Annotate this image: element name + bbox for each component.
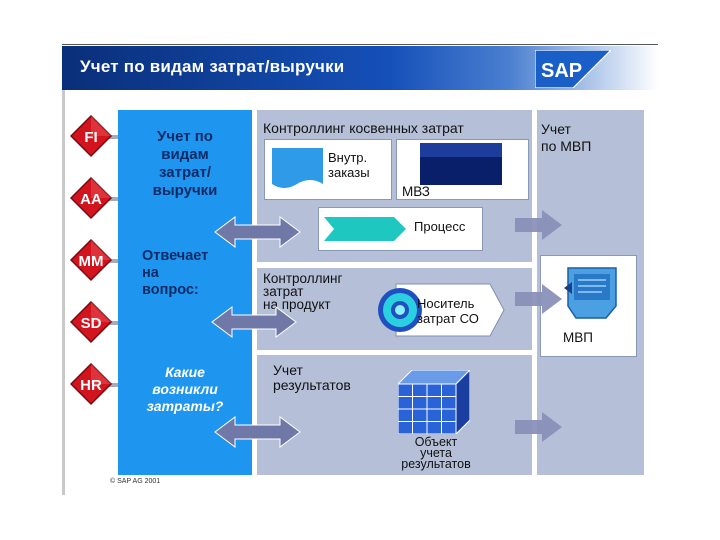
cube-icon — [398, 370, 470, 434]
activity-map-icon — [564, 267, 617, 319]
answer-line: возникли — [152, 381, 218, 397]
cost-center-icon — [420, 143, 502, 185]
cost-center-text: МВЗ — [402, 184, 430, 199]
source-label: SD — [81, 315, 102, 332]
abc-label-line: Учет — [541, 121, 571, 137]
abc-icon-label: МВП — [563, 330, 593, 345]
profitability-panel — [257, 355, 532, 475]
heading-line: выручки — [152, 182, 218, 199]
answer-text: Какие возникли затраты? — [120, 364, 250, 415]
source-label: HR — [80, 377, 102, 394]
left-margin-bar — [62, 90, 65, 495]
cost-carrier-shape — [378, 283, 505, 337]
product-label-line: на продукт — [263, 297, 331, 312]
abc-label-line: по МВП — [541, 138, 592, 154]
answer-line: затраты? — [146, 398, 224, 414]
carrier-line: Носитель — [417, 296, 475, 311]
panel-heading: Учет по видам затрат/ выручки — [120, 128, 250, 200]
process-text: Процесс — [414, 219, 466, 234]
results-object-line: Объект — [414, 435, 458, 449]
results-object-line: результатов — [401, 457, 471, 471]
carrier-line: затрат СО — [417, 311, 479, 326]
heading-line: затрат/ — [159, 164, 211, 181]
results-label: Учет результатов — [273, 363, 351, 393]
overhead-label: Контроллинг косвенных затрат — [263, 120, 464, 136]
results-label-line: Учет — [273, 362, 303, 378]
results-object-text: Объект учета результатов — [386, 435, 486, 471]
sap-logo-text: SAP — [541, 60, 582, 82]
product-label-line: Контроллинг — [263, 271, 343, 286]
question-line: вопрос: — [142, 282, 199, 298]
heading-line: Учет по — [157, 128, 213, 145]
sap-logo: SAP — [535, 50, 611, 88]
source-label: FI — [84, 129, 97, 146]
abc-label: Учет по МВП — [541, 121, 591, 155]
orders-line: заказы — [328, 165, 370, 180]
product-label-line: затрат — [263, 284, 304, 299]
internal-orders-text: Внутр. заказы — [328, 150, 370, 180]
header-top-rule — [62, 44, 658, 45]
source-label: AA — [80, 191, 102, 208]
product-label: Контроллинг затрат на продукт — [263, 271, 343, 312]
results-object-line: учета — [420, 446, 452, 460]
gear-icon — [378, 288, 422, 332]
source-label: MM — [79, 253, 104, 270]
question-text: Отвечает на вопрос: — [120, 248, 250, 299]
document-icon — [272, 148, 323, 188]
page-title: Учет по видам затрат/выручки — [80, 57, 345, 76]
process-chevron-icon — [324, 217, 406, 241]
copyright-text: © SAP AG 2001 — [110, 478, 161, 485]
cost-carrier-text: Носитель затрат СО — [417, 296, 479, 326]
heading-line: видам — [161, 146, 209, 163]
orders-line: Внутр. — [328, 150, 368, 165]
question-line: на — [142, 265, 159, 281]
answer-line: Какие — [165, 364, 205, 380]
question-line: Отвечает — [142, 248, 209, 264]
cost-revenue-panel — [118, 110, 252, 475]
source-module-mm: MM — [69, 238, 150, 283]
results-label-line: результатов — [273, 377, 351, 393]
